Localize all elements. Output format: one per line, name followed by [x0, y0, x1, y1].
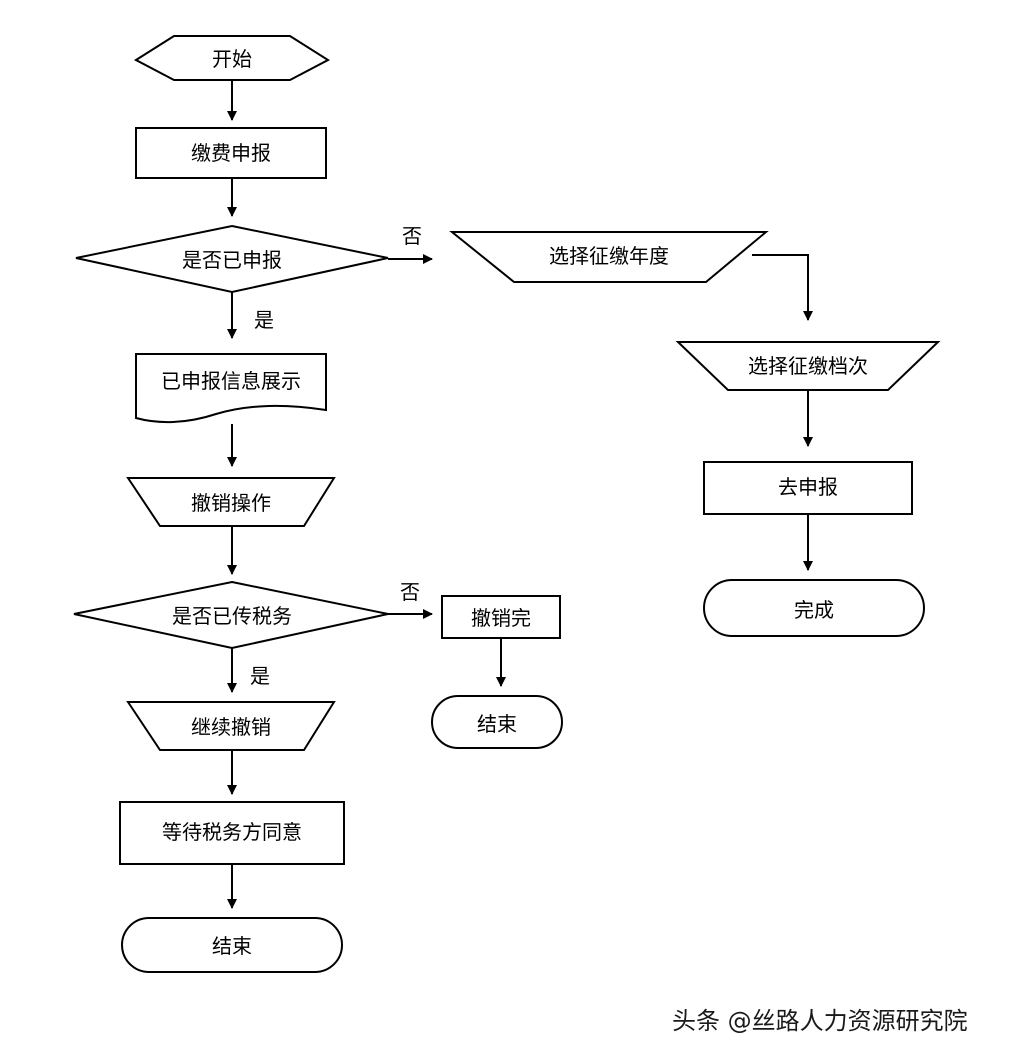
go-declare-node-shape [703, 461, 913, 515]
declare-node-label: 缴费申报 [191, 141, 271, 165]
declared-info-node-shape [135, 353, 327, 424]
continue-revoke-node-label: 继续撤销 [191, 715, 271, 739]
declare-node-shape [135, 127, 327, 179]
finish-node-label: 完成 [794, 598, 834, 622]
is-declared-yes-label: 是 [254, 308, 274, 332]
watermark: 头条 @丝路人力资源研究院 [672, 1007, 968, 1035]
arrow-choose-year-to-choose-level [752, 254, 813, 321]
choose-year-node-shape [449, 231, 769, 283]
revoke-op-node-label: 撤销操作 [191, 491, 271, 515]
end-left-node-shape [121, 917, 343, 973]
is-declared-decision-label: 是否已申报 [182, 248, 282, 272]
revoke-done-node-shape [441, 595, 561, 639]
end-left-node-label: 结束 [212, 934, 252, 958]
end-middle-node-label: 结束 [477, 712, 517, 736]
finish-node-shape [703, 579, 925, 637]
go-declare-node-label: 去申报 [778, 475, 838, 499]
revoke-done-node-label: 撤销完 [471, 606, 531, 630]
start-node-label: 开始 [212, 47, 252, 71]
is-declared-no-label: 否 [402, 224, 422, 248]
continue-revoke-node-shape [126, 701, 336, 751]
choose-level-node-label: 选择征缴档次 [748, 354, 868, 378]
is-uploaded-decision-label: 是否已传税务 [172, 604, 292, 628]
revoke-op-node-shape [126, 477, 336, 527]
is-uploaded-yes-label: 是 [250, 664, 270, 688]
wait-tax-node-label: 等待税务方同意 [162, 820, 302, 844]
choose-level-node-shape [675, 341, 941, 391]
is-uploaded-no-label: 否 [400, 580, 420, 604]
start-node-shape [134, 35, 330, 81]
end-middle-node-shape [431, 695, 563, 749]
declared-info-node-label: 已申报信息展示 [161, 369, 301, 393]
choose-year-node-label: 选择征缴年度 [549, 244, 669, 268]
